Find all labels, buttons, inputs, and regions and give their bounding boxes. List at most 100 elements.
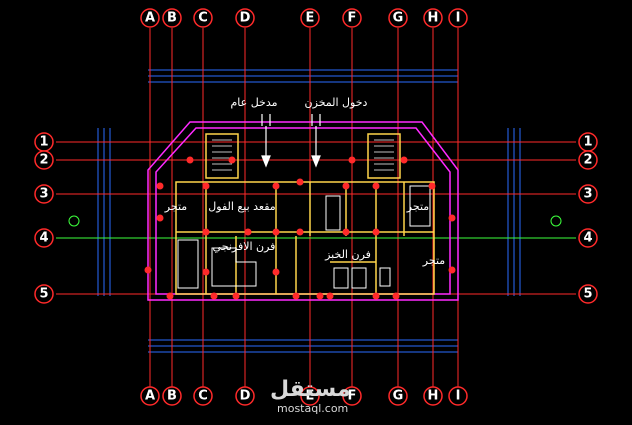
column-23: [272, 268, 280, 276]
grid-bubble-left-1: 1: [34, 132, 54, 152]
label-main-entrance: مدخل عام: [230, 96, 277, 109]
grid-bubble-top-h: H: [423, 8, 443, 28]
svg-text:1: 1: [39, 135, 48, 150]
column-30: [316, 292, 324, 300]
label-bakery: فرن الخبز: [324, 248, 371, 261]
column-1: [186, 156, 194, 164]
grid-bubble-bottom-h: H: [423, 386, 443, 406]
grid-bubble-bottom-d: D: [235, 386, 255, 406]
grid-bubble-bottom-a: A: [140, 386, 160, 406]
building-outline: [147, 121, 459, 301]
grid-bubble-right-4: 4: [578, 228, 598, 248]
interior-fixtures: [177, 185, 431, 289]
svg-text:I: I: [456, 11, 461, 26]
svg-text:B: B: [167, 389, 177, 404]
axis-marker-left: [68, 215, 80, 227]
grid-bubble-top-a: A: [140, 8, 160, 28]
svg-text:4: 4: [39, 231, 48, 246]
grid-bubble-bottom-e: E: [300, 386, 320, 406]
grid-bubble-top-d: D: [235, 8, 255, 28]
svg-text:C: C: [198, 389, 208, 404]
column-2: [228, 156, 236, 164]
column-31: [392, 292, 400, 300]
grid-bubble-top-i: I: [448, 8, 468, 28]
svg-text:D: D: [240, 389, 251, 404]
column-28: [166, 292, 174, 300]
grid-bubble-top-f: F: [342, 8, 362, 28]
watermark-brand-ar: مستقل: [270, 377, 350, 402]
svg-text:C: C: [198, 11, 208, 26]
column-5: [156, 182, 164, 190]
column-29: [210, 292, 218, 300]
svg-text:4: 4: [583, 231, 592, 246]
svg-text:3: 3: [39, 187, 48, 202]
stairs: [212, 139, 394, 171]
column-3: [348, 156, 356, 164]
column-6: [202, 182, 210, 190]
grid-bubble-bottom-g: G: [388, 386, 408, 406]
svg-text:F: F: [348, 11, 357, 26]
label-store-top-left: متجر: [164, 200, 187, 213]
grid-bubble-bottom-f: F: [342, 386, 362, 406]
walls: [175, 133, 435, 295]
svg-text:I: I: [456, 389, 461, 404]
watermark: مستقل mostaql.com: [270, 377, 350, 415]
svg-text:H: H: [428, 389, 439, 404]
grid-bubble-top-c: C: [193, 8, 213, 28]
svg-text:G: G: [393, 389, 404, 404]
column-11: [428, 182, 436, 190]
grid-bubble-top-e: E: [300, 8, 320, 28]
grid-bubble-left-2: 2: [34, 150, 54, 170]
grid-bubble-right-2: 2: [578, 150, 598, 170]
column-22: [232, 292, 240, 300]
column-20: [144, 266, 152, 274]
svg-text:5: 5: [583, 287, 592, 302]
svg-text:G: G: [393, 11, 404, 26]
svg-text:E: E: [306, 11, 315, 26]
svg-text:B: B: [167, 11, 177, 26]
dimension-lines: [97, 69, 521, 353]
axis-marker-right: [550, 215, 562, 227]
column-16: [296, 228, 304, 236]
svg-text:A: A: [145, 11, 155, 26]
column-21: [202, 268, 210, 276]
svg-text:F: F: [348, 389, 357, 404]
svg-text:A: A: [145, 389, 155, 404]
column-13: [202, 228, 210, 236]
column-17: [342, 228, 350, 236]
column-27: [448, 266, 456, 274]
column-15: [272, 228, 280, 236]
label-store-right: متجر: [422, 254, 445, 267]
column-9: [342, 182, 350, 190]
room-labels: دخول المخزن مدخل عام متجر متجر متجر مقعد…: [164, 96, 445, 267]
grid-bubble-top-b: B: [162, 8, 182, 28]
grid-bubble-left-5: 5: [34, 284, 54, 304]
svg-text:H: H: [428, 11, 439, 26]
column-4: [400, 156, 408, 164]
structural-columns: [144, 156, 456, 300]
column-7: [272, 182, 280, 190]
column-26: [372, 292, 380, 300]
label-store-top-right: متجر: [406, 200, 429, 213]
grid-bubble-right-3: 3: [578, 184, 598, 204]
column-8: [296, 178, 304, 186]
watermark-brand-en: mostaql.com: [277, 402, 348, 415]
column-25: [326, 292, 334, 300]
svg-text:2: 2: [39, 153, 48, 168]
column-12: [156, 214, 164, 222]
svg-text:D: D: [240, 11, 251, 26]
svg-text:5: 5: [39, 287, 48, 302]
grid-bubble-bottom-i: I: [448, 386, 468, 406]
column-19: [448, 214, 456, 222]
svg-text:E: E: [306, 389, 315, 404]
svg-text:1: 1: [583, 135, 592, 150]
grid-bubble-right-1: 1: [578, 132, 598, 152]
grid-bubble-bottom-c: C: [193, 386, 213, 406]
label-hall: مقعد بيع الفول: [208, 200, 276, 213]
column-10: [372, 182, 380, 190]
column-24: [292, 292, 300, 300]
grid-bubble-left-4: 4: [34, 228, 54, 248]
svg-text:2: 2: [583, 153, 592, 168]
entrance-arrows: [261, 114, 321, 168]
